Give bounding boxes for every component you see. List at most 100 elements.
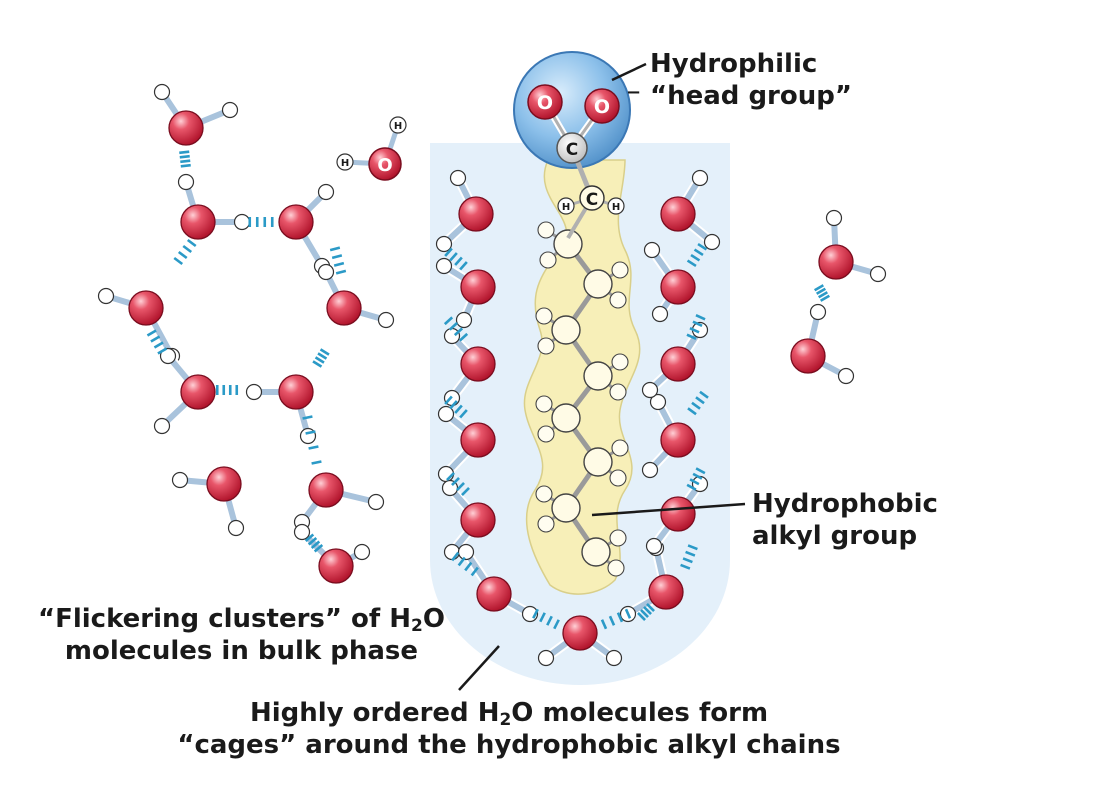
hydrogen-bond <box>312 348 330 368</box>
hydrogen-bond <box>687 390 709 416</box>
hydrogen-atom <box>317 263 335 281</box>
oxygen-atom <box>460 502 496 538</box>
hydrogen-atom <box>609 469 627 487</box>
hydrogen-bond-dash <box>624 608 632 619</box>
hydrogen-atom <box>245 383 263 401</box>
oxygen-atom <box>368 147 402 181</box>
hydrogen-atom <box>649 393 667 411</box>
hydrogen-bond-dash <box>640 609 649 618</box>
hydrogen-bond-dash <box>814 284 824 292</box>
hydrogen-atom <box>557 197 575 215</box>
hydrogen-atom <box>437 405 455 423</box>
hydrogen-atom <box>455 311 473 329</box>
oxygen-atom <box>790 338 826 374</box>
hydrogen-bond-dash <box>305 430 316 435</box>
hydrogen-bond-dash <box>457 556 466 567</box>
hydrogen-bond-dash <box>608 615 616 626</box>
hydrogen-bond-dash <box>699 390 709 399</box>
hydrogen-bond-dash <box>448 321 459 331</box>
hydrogen-bond <box>215 385 239 395</box>
tail-group-leader <box>591 502 746 517</box>
hydrogen-atom <box>651 305 669 323</box>
hydrogen-bond-dash <box>687 544 698 551</box>
hydrogen-bond-dash <box>446 472 455 481</box>
hydrogen-bond-dash <box>539 612 546 623</box>
hydrogen-atom <box>609 383 627 401</box>
hydrogen-atom <box>607 197 625 215</box>
hydrogen-bond-dash <box>153 341 164 349</box>
hydrogen-bond-dash <box>686 333 697 341</box>
hydrogen-atom <box>171 471 189 489</box>
hydrogen-bond-dash <box>470 566 479 577</box>
hydrogen-bond-dash <box>689 326 700 334</box>
carbon-symbol: C <box>566 140 578 160</box>
water-molecule <box>153 347 216 435</box>
hydrogen-bond-dash <box>313 544 324 553</box>
hydrogen-bond-dash <box>331 254 343 260</box>
oxygen-atom <box>584 88 620 124</box>
hydrogen-atom <box>317 183 335 201</box>
hydrogen-bond-dash <box>319 348 330 356</box>
hydrogen-atom <box>537 515 555 533</box>
hydrogen-bond <box>686 242 708 268</box>
hydrogen-atom <box>159 347 177 365</box>
hydrogen-bond-dash <box>689 478 700 486</box>
head-group-label: Hydrophilic “head group” <box>650 48 852 112</box>
hydrogen-atom <box>611 353 629 371</box>
hydrogen-bond-dash <box>616 612 624 623</box>
oxygen-atom <box>308 472 344 508</box>
oxygen-atom <box>527 84 563 120</box>
hydrogen-atom <box>537 221 555 239</box>
hydrogen-bond-dash <box>464 561 473 572</box>
hydrogen-bond-dash <box>686 483 697 491</box>
hydrogen-bond-dash <box>307 537 318 546</box>
hydrogen-bond-dash <box>329 246 341 252</box>
alkyl-group-label: Hydrophobic alkyl group <box>752 488 938 552</box>
hydrogen-atom <box>443 327 461 345</box>
hydrogen-atom <box>641 381 659 399</box>
water-molecule <box>643 241 696 323</box>
hydrogen-bond-dash <box>697 242 708 251</box>
hydrogen-bond <box>329 246 347 275</box>
water-molecule <box>818 209 887 283</box>
hydrogen-atom <box>869 265 887 283</box>
carbon-atom <box>551 315 581 345</box>
flickering-clusters-label: “Flickering clusters” of H2O molecules i… <box>38 603 445 667</box>
oxygen-atom <box>562 615 598 651</box>
hydrogen-bond <box>446 472 470 496</box>
hydrogen-bond <box>686 467 706 491</box>
hydrogen-atom <box>177 173 195 191</box>
hydrogen-bond-dash <box>695 467 706 475</box>
hydrogen-bond-dash <box>456 482 465 491</box>
hydrogen-atom <box>611 439 629 457</box>
water-molecule <box>245 374 317 445</box>
hydrogen-atom <box>336 153 354 171</box>
hydrogen-bond-dash <box>553 619 560 630</box>
hydrogen-atom <box>609 291 627 309</box>
hydrogen-atom <box>607 559 625 577</box>
hydrogen-atom <box>233 213 251 231</box>
hydrogen-bond-dash <box>680 563 691 570</box>
hydrogen-atom <box>537 425 555 443</box>
hydrogen-atom <box>809 303 827 321</box>
hydrogen-bond-dash <box>180 159 191 164</box>
hydrogen-bond-dash <box>459 409 468 419</box>
hydrogen-bond-dash <box>302 415 313 420</box>
hydrogen-atom <box>691 169 709 187</box>
hydrogen-atom <box>457 543 475 561</box>
hydrogen-atom <box>535 395 553 413</box>
oxygen-atom <box>660 269 696 305</box>
oxygen-atom <box>660 196 696 232</box>
hydrogen-bond-dash <box>335 269 347 275</box>
hydrogen-atom <box>645 537 663 555</box>
hydrogen-bond-dash <box>695 396 705 405</box>
oxygen-atom <box>206 466 242 502</box>
hydrogen-atom <box>537 649 555 667</box>
hydrogen-bond-dash <box>179 150 190 155</box>
water-molecule <box>293 472 385 531</box>
hydrogen-atom <box>609 529 627 547</box>
hydrogen-bond-dash <box>454 404 463 414</box>
oxygen-atom <box>318 548 354 584</box>
hydrogen-bond-dash <box>182 244 193 254</box>
labeled-water-molecule: H H O <box>336 116 407 181</box>
